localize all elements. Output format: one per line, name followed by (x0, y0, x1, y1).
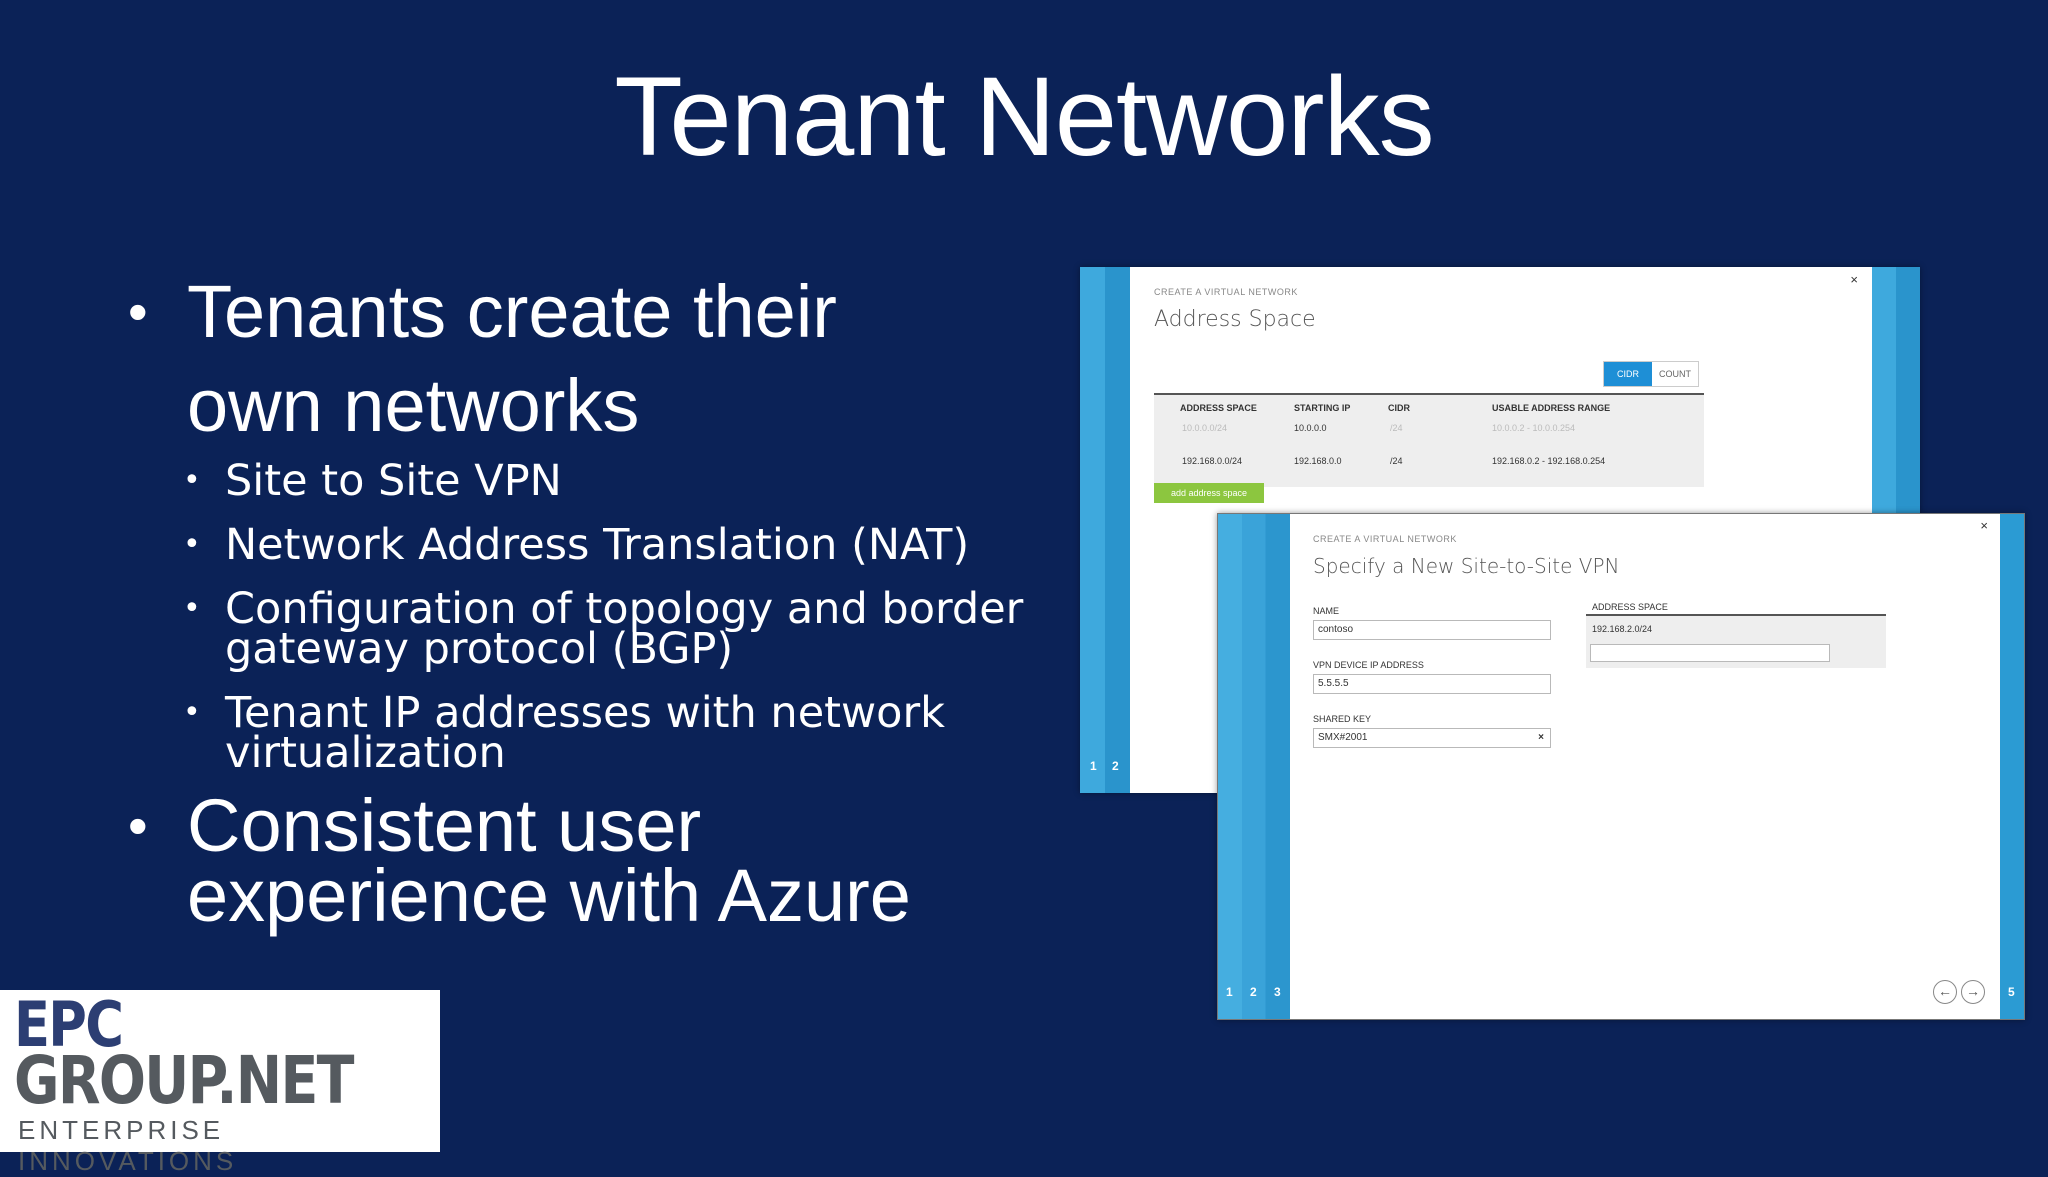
bullet-dot: • (183, 527, 201, 562)
logo-line2: GROUP.NET (14, 1042, 355, 1119)
bullet-dot: • (183, 695, 201, 730)
bullet-main-2: • Consistent user experience with Azure (125, 789, 1045, 933)
dialog-kicker: CREATE A VIRTUAL NETWORK (1154, 287, 1298, 297)
bullet-sub-4-line2: virtualization (225, 728, 506, 778)
bullet-sub-2: • Network Address Translation (NAT) (125, 524, 1045, 567)
vpn-device-ip-label: VPN DEVICE IP ADDRESS (1313, 660, 1424, 670)
name-field[interactable]: contoso (1313, 620, 1551, 640)
step-1[interactable]: 1 (1226, 985, 1233, 999)
step-3[interactable]: 3 (1274, 985, 1281, 999)
step-5[interactable]: 5 (2008, 985, 2015, 999)
dialog-title: Address Space (1154, 307, 1316, 332)
back-arrow-icon[interactable]: ← (1933, 980, 1957, 1004)
address-space-panel: ADDRESS SPACE 192.168.2.0/24 (1586, 602, 1886, 668)
table-cell[interactable]: 10.0.0.0 (1294, 423, 1327, 433)
bullet-dot: • (128, 280, 148, 343)
logo-line1: EPC (14, 988, 124, 1061)
bullet-sub-1-text: Site to Site VPN (225, 456, 562, 506)
logo-tagline: ENTERPRISE INNOVATIONS (18, 1115, 238, 1176)
bullet-dot: • (183, 463, 201, 498)
table-cell[interactable]: 192.168.0.0 (1294, 456, 1342, 466)
table-cell: 10.0.0.2 - 10.0.0.254 (1492, 423, 1576, 433)
next-arrow-icon[interactable]: → (1961, 980, 1985, 1004)
col-header-cidr: CIDR (1388, 403, 1410, 413)
clear-icon[interactable]: × (1538, 732, 1544, 743)
table-cell: 192.168.0.2 - 192.168.0.254 (1492, 456, 1606, 466)
col-header-starting-ip: STARTING IP (1294, 403, 1351, 413)
bullet-sub-1: • Site to Site VPN (125, 460, 1045, 503)
add-address-space-button[interactable]: add address space (1154, 483, 1264, 503)
close-icon[interactable]: × (1980, 518, 1988, 533)
step-1[interactable]: 1 (1090, 759, 1097, 773)
close-icon[interactable]: × (1850, 272, 1858, 287)
bullet-main-2-line1: Consistent user (187, 784, 702, 867)
table-cell: /24 (1390, 456, 1403, 466)
bullet-dot: • (128, 794, 148, 857)
bullet-sub-3: • Configuration of topology and border g… (125, 588, 1045, 671)
address-space-value[interactable]: 192.168.2.0/24 (1592, 624, 1653, 634)
address-table: ADDRESS SPACE STARTING IP CIDR USABLE AD… (1154, 393, 1704, 487)
slide-title: Tenant Networks (614, 54, 1434, 179)
bullet-sub-4: • Tenant IP addresses with network virtu… (125, 692, 1045, 775)
wizard-step-rail: 1 2 3 (1218, 514, 1290, 1019)
address-space-label: ADDRESS SPACE (1592, 602, 1668, 612)
name-label: NAME (1313, 606, 1340, 616)
table-cell[interactable]: 10.0.0.0/24 (1182, 423, 1228, 433)
cidr-count-toggle: CIDR COUNT (1603, 361, 1699, 387)
col-header-address-space: ADDRESS SPACE (1180, 403, 1257, 413)
shared-key-label: SHARED KEY (1313, 714, 1372, 724)
step-2[interactable]: 2 (1250, 985, 1257, 999)
bullet-sub-2-text: Network Address Translation (NAT) (225, 520, 970, 570)
wizard-right-rail: 5 (2000, 514, 2024, 1019)
table-cell: /24 (1390, 423, 1403, 433)
table-cell[interactable]: 192.168.0.0/24 (1182, 456, 1243, 466)
bullet-dot: • (183, 591, 201, 626)
step-2[interactable]: 2 (1112, 759, 1119, 773)
bullet-main-1-line2: own networks (187, 364, 640, 447)
shared-key-field[interactable]: SMX#2001 × (1313, 728, 1551, 748)
toggle-cidr-button[interactable]: CIDR (1604, 362, 1652, 386)
company-logo: EPC GROUP.NET ENTERPRISE INNOVATIONS (0, 988, 440, 1176)
bullet-main-1-line1: Tenants create their (187, 270, 837, 353)
bullet-main-2-line2: experience with Azure (187, 854, 911, 937)
site-to-site-vpn-dialog: 1 2 3 5 CREATE A VIRTUAL NETWORK Specify… (1217, 513, 2025, 1020)
bullet-sub-3-line1: Configuration of topology and border (225, 584, 1024, 634)
bullet-sub-4-line1: Tenant IP addresses with network (225, 688, 946, 738)
wizard-step-rail: 1 2 (1080, 267, 1130, 793)
bullet-sub-3-line2: gateway protocol (BGP) (225, 624, 734, 674)
bullet-main-1: • Tenants create their own networks (125, 265, 1045, 453)
shared-key-value: SMX#2001 (1318, 732, 1368, 743)
toggle-count-button[interactable]: COUNT (1659, 369, 1691, 379)
dialog-kicker: CREATE A VIRTUAL NETWORK (1313, 534, 1457, 544)
bullet-list: • Tenants create their own networks • Si… (125, 265, 1045, 933)
dialog-title: Specify a New Site-to-Site VPN (1313, 554, 1620, 578)
col-header-usable-range: USABLE ADDRESS RANGE (1492, 403, 1611, 413)
vpn-device-ip-field[interactable]: 5.5.5.5 (1313, 674, 1551, 694)
new-address-input[interactable] (1590, 644, 1830, 662)
